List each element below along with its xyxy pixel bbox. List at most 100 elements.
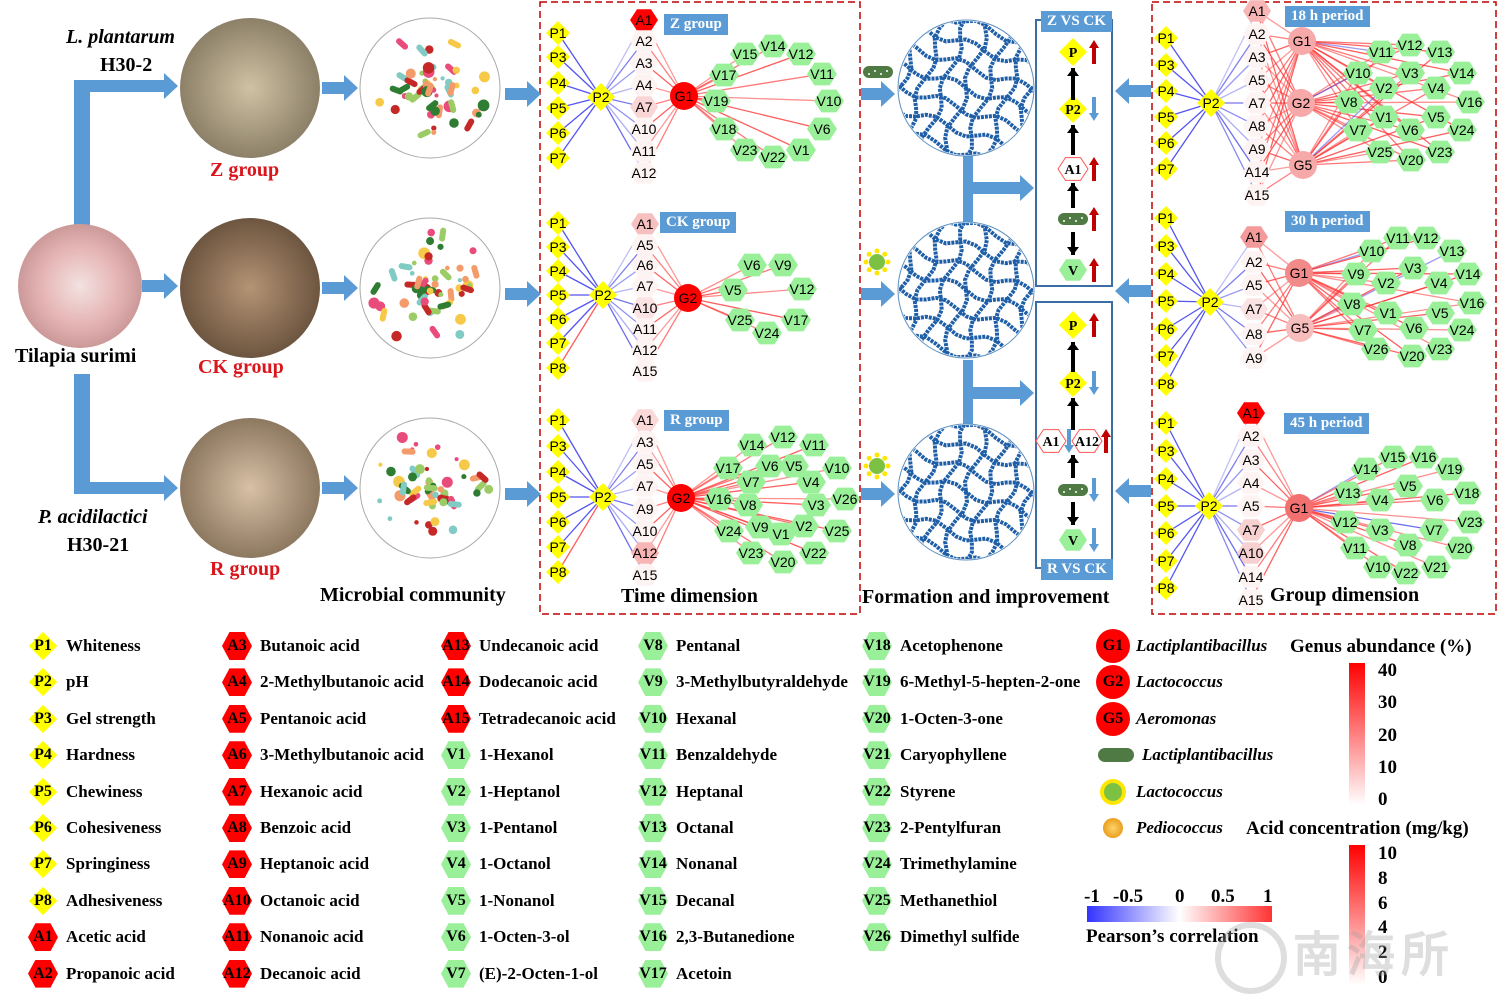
correlation-edge: [1300, 101, 1471, 104]
dot: [874, 70, 876, 72]
bacterium-icon: [448, 99, 457, 113]
legend-name: 1-Pentanol: [479, 818, 558, 837]
legend-name: Hardness: [66, 745, 135, 765]
correlation-edge: [557, 294, 604, 344]
node-label: V12: [1398, 37, 1423, 53]
node-label: P2: [1200, 498, 1217, 514]
node-label: P4: [549, 263, 566, 279]
bacterium-icon: [484, 484, 494, 494]
up-arrow-icon: [1089, 313, 1099, 337]
legend-name: 1-Octen-3-ol: [479, 927, 570, 947]
volatile-node-v9: [768, 253, 798, 277]
node-label: G1: [675, 88, 694, 104]
node-label: P: [1069, 46, 1078, 61]
genus-node-g5: [1289, 151, 1317, 179]
legend-code: V25: [863, 891, 891, 909]
correlation-edge: [1208, 435, 1252, 507]
node-label: V25: [728, 312, 753, 328]
legend-code: A10: [223, 891, 251, 909]
acid-node-a7: [1240, 298, 1268, 320]
node-label: A12: [633, 342, 658, 358]
spike: [885, 259, 891, 265]
bacterium-icon: [456, 264, 464, 272]
acid-node-a3: [1243, 46, 1271, 68]
volatile-node-v4: [1424, 271, 1454, 295]
node-label: A7: [636, 478, 653, 494]
node-label: A7: [1242, 522, 1259, 538]
legend-code: V13: [639, 819, 667, 836]
acid-node-a2: [1243, 23, 1271, 45]
volatile-node-v13: [1425, 40, 1455, 64]
bacterium-icon: [437, 486, 445, 493]
bacterium-icon: [477, 99, 490, 112]
node-label: V24: [1450, 322, 1475, 338]
arrow-to-ck: [142, 273, 178, 299]
node-label: V23: [1458, 514, 1483, 530]
node-label: A10: [1239, 545, 1264, 561]
bacterium-icon: [438, 291, 444, 298]
bacterium-icon: [432, 491, 439, 499]
bacterium-icon: [397, 83, 411, 94]
acid-node-a1: [631, 409, 659, 431]
acid-node-a1: [630, 9, 658, 31]
legend-code: V6: [446, 928, 466, 946]
node-label: P8: [1157, 580, 1174, 596]
correlation-edge: [1165, 450, 1210, 507]
acid-node-a1: [1240, 226, 1268, 248]
dot: [1063, 220, 1065, 222]
acid-node-a3: [631, 431, 659, 453]
property-node-p2: [1196, 288, 1224, 316]
legend-code: A15: [442, 709, 470, 727]
volatile-node-icon: V20: [862, 705, 892, 733]
dot: [1069, 217, 1071, 219]
bacterium-icon: [431, 280, 439, 288]
legend-name: (E)-2-Octen-1-ol: [479, 963, 598, 983]
bacterium-icon: [428, 526, 438, 536]
arrow-to-zvsck: [966, 175, 1034, 201]
property-node: [1059, 369, 1087, 397]
volatile-node-v16: [1455, 90, 1485, 114]
acid-node-a7: [631, 275, 659, 297]
legend-name: Decanal: [676, 890, 735, 910]
correlation-edge: [1298, 507, 1379, 568]
property-node-p6: [546, 307, 570, 331]
node-label: A10: [632, 121, 657, 137]
node-label: P2: [1201, 294, 1218, 310]
acid-concentration-colorbar: [1349, 845, 1365, 985]
volatile-node-v15: [730, 42, 760, 66]
acid-node-a2: [1237, 425, 1265, 447]
bacterium-icon: [420, 297, 429, 306]
network-18-h-period: P1P3P4P5P6P7P2A1A2A3A5A7A8A9A14A15G1G2G5…: [1154, 0, 1485, 206]
volatile-node-v5: [1393, 474, 1423, 498]
legend-name: 1-Hexanol: [479, 745, 554, 765]
node-label: P3: [549, 239, 566, 255]
bacterium-icon: [471, 86, 480, 95]
node-label: P6: [1157, 135, 1174, 151]
correlation-edge: [1300, 102, 1381, 153]
spike: [863, 259, 869, 265]
bacterium-icon: [460, 284, 474, 294]
acid-node-a5: [1240, 274, 1268, 296]
node-label: A15: [1245, 187, 1270, 203]
tag-18h: 18 h period: [1285, 6, 1370, 27]
node-label: P6: [549, 514, 566, 530]
volatile-node-v1: [786, 138, 816, 162]
correlation-edge: [1210, 33, 1258, 104]
volatile-node-v4: [1421, 76, 1451, 100]
bacterium-icon: [431, 129, 437, 135]
node-label: P1: [549, 215, 566, 231]
acid-node-icon: A14: [441, 668, 471, 696]
bacterium-icon: [377, 498, 383, 504]
acid-node-a15: [1237, 589, 1265, 611]
bacterium-icon: [414, 464, 425, 475]
branch-down: [74, 374, 90, 494]
